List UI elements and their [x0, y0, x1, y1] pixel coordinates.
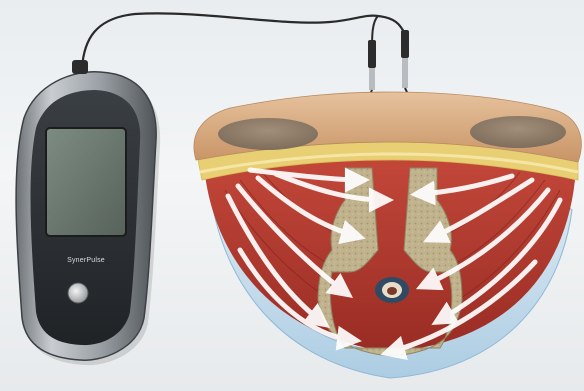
electrode-pad-left — [218, 118, 318, 150]
electrode-pad-right — [470, 116, 566, 148]
round-button-icon — [68, 283, 88, 303]
stimulator-device: SynerPulse — [16, 60, 160, 365]
device-screen — [46, 128, 126, 236]
lead-cable — [82, 13, 405, 68]
device-power-button[interactable] — [68, 283, 88, 303]
device-brand-label: SynerPulse — [67, 257, 105, 264]
device-cable-socket — [72, 60, 88, 74]
spinal-canal — [375, 277, 409, 303]
